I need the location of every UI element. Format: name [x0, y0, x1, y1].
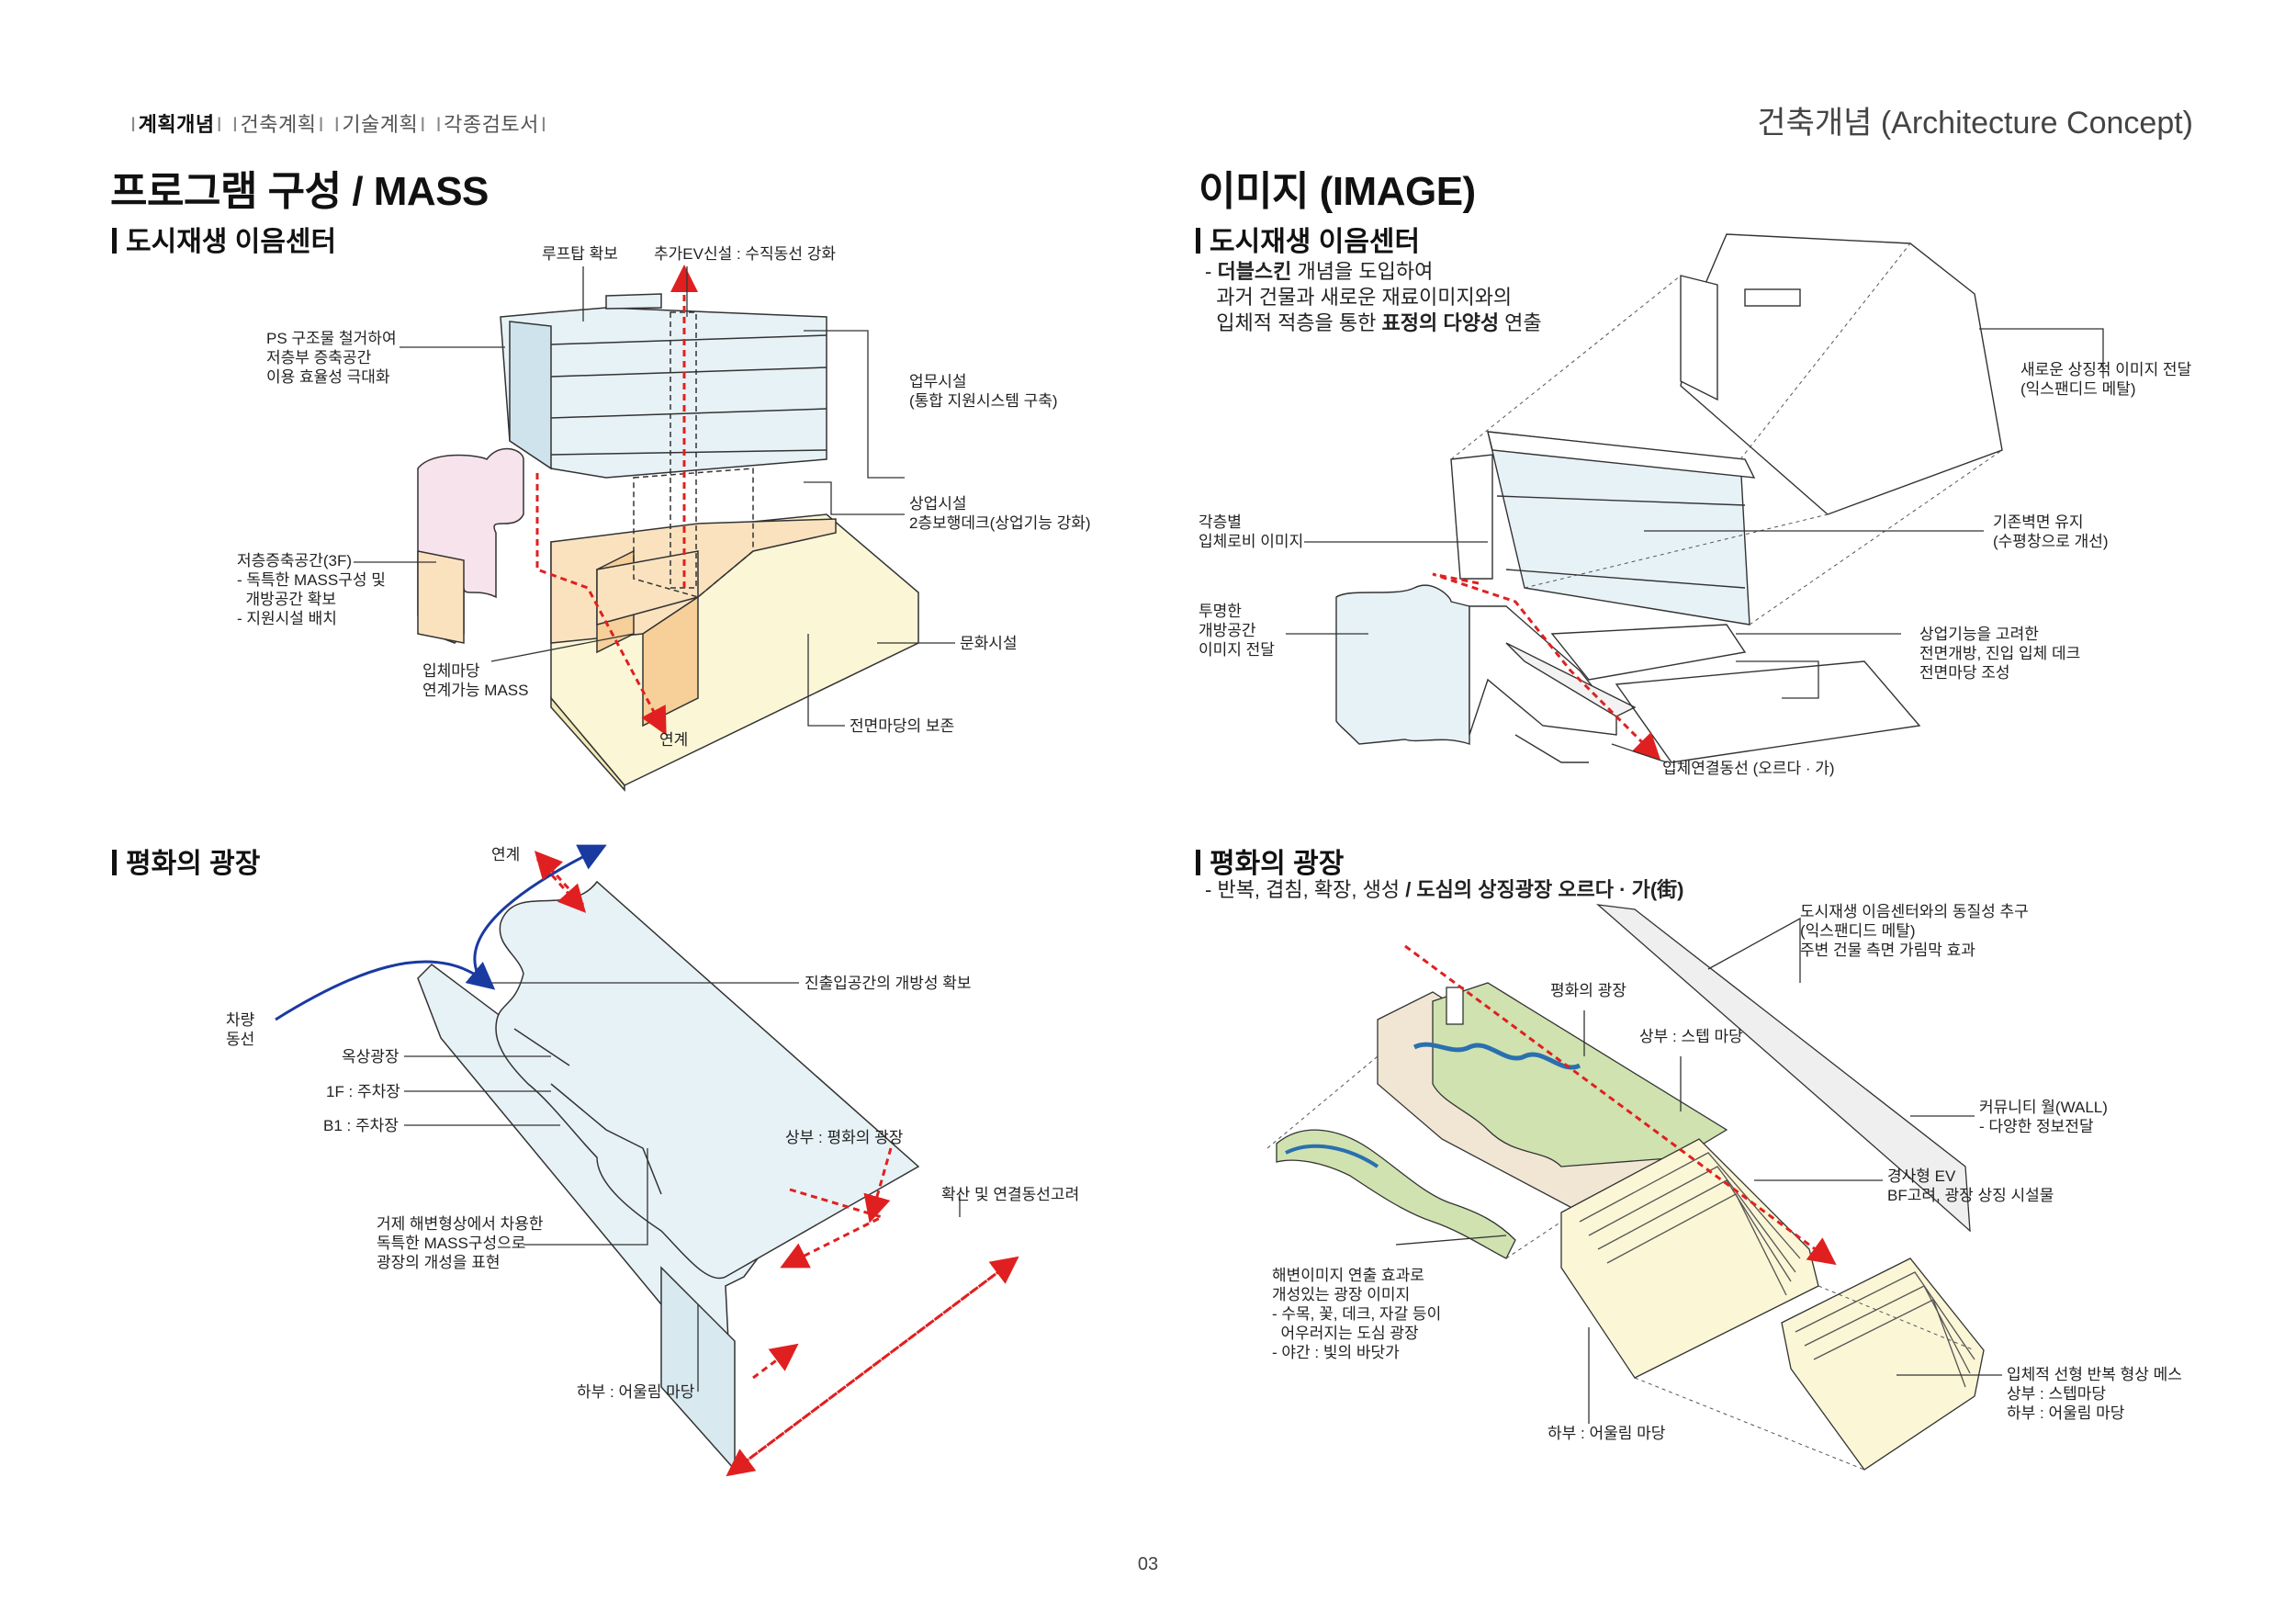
nav-item-review-docs[interactable]: 각종검토서: [444, 113, 539, 136]
beach-path-strip: [1276, 1129, 1516, 1259]
label-linear-mass: 입체적 선형 반복 형상 메스 상부 : 스텝마당 하부 : 어울림 마당: [2007, 1366, 2182, 1422]
left-top-subtitle: 도시재생 이음센터: [112, 219, 336, 259]
mass-diagram: [417, 293, 919, 792]
label-beach-image: 해변이미지 연출 효과로 개성있는 광장 이미지 - 수목, 꽃, 데크, 자갈…: [1272, 1267, 1442, 1361]
page-number: 03: [1137, 1554, 1159, 1574]
document-title: 건축개념 (Architecture Concept): [1757, 106, 2193, 141]
label-upper-step: 상부 : 스텝 마당: [1639, 1028, 1743, 1045]
label-link: 연계: [659, 731, 689, 749]
label-office: 업무시설 (통합 지원시스템 구축): [909, 373, 1058, 410]
green-plaza-surface: [1432, 982, 1728, 1167]
label-beach-shape: 거제 해변형상에서 차용한 독특한 MASS구성으로 광장의 개성을 표현: [377, 1215, 544, 1271]
label-transparent: 투명한 개방공간 이미지 전달: [1199, 603, 1275, 659]
plaza-description: - 반복, 겹침, 확장, 생성 / 도심의 상징광장 오르다 · 가(街): [1205, 878, 1684, 901]
right-top-subtitle: 도시재생 이음센터: [1196, 219, 1420, 259]
label-entrance: 진출입공간의 개방성 확보: [805, 975, 972, 992]
label-route: 입체연결동선 (오르다 · 가): [1662, 760, 1835, 777]
image-description: - 더블스킨 개념을 도입하여 과거 건물과 새로운 재료이미지와의 입체적 적…: [1205, 260, 1542, 334]
route-arrow-top-right: [1432, 572, 1661, 761]
linear-repeat-mass: [1781, 1257, 1985, 1471]
label-lowrise: 저층증축공간(3F) - 독특한 MASS구성 및 개방공간 확보 - 지원시설…: [237, 552, 386, 627]
plaza-top-surface: [495, 880, 920, 1280]
label-expand: 확산 및 연결동선고려: [941, 1186, 1080, 1203]
plaza-projection-lines: [1266, 1055, 1975, 1471]
community-wall: [1595, 904, 1971, 1233]
leader-lines-top-left: [354, 266, 955, 727]
label-inclined-ev: 경사형 EV BF고려, 광장 상징 시설물: [1887, 1167, 2054, 1204]
vehicle-arrow: [275, 844, 607, 1021]
nav-item-plan-concept[interactable]: 계획개념: [138, 113, 215, 136]
circulation-arrows-top-left: [535, 265, 698, 736]
top-navigation: I계획개념I I건축계획I I기술계획I I각종검토서I: [130, 113, 547, 136]
label-identity: 도시재생 이음센터와의 동질성 추구 (익스팬디드 메탈) 주변 건물 측면 가…: [1800, 903, 2029, 959]
label-ev: 추가EV신설 : 수직동선 강화: [654, 245, 836, 263]
label-community-wall: 커뮤니티 월(WALL) - 다양한 정보전달: [1979, 1099, 2108, 1135]
label-rooftop: 루프탑 확보: [542, 245, 618, 263]
label-b1-parking: B1 : 주차장: [323, 1117, 399, 1134]
label-roof-plaza: 옥상광장: [342, 1048, 400, 1066]
double-skin-diagram: [1335, 233, 2003, 763]
label-1f-parking: 1F : 주차장: [326, 1083, 400, 1100]
label-commerce-deck: 상업기능을 고려한 전면개방, 진입 입체 데크 전면마당 조성: [1919, 626, 2081, 682]
label-vehicle: 차량 동선: [226, 1011, 255, 1048]
leader-lines-bottom-left: [404, 982, 961, 1392]
label-front-yard: 전면마당의 보존: [850, 717, 955, 735]
label-yard: 입체마당 연계가능 MASS: [422, 662, 529, 699]
right-section-title: 이미지 (IMAGE): [1199, 169, 1476, 214]
transparent-volume: [1335, 584, 1470, 745]
label-lower-yard: 하부 : 어울림 마당: [577, 1383, 695, 1401]
leader-lines-top-right: [1286, 328, 2104, 763]
label-symbol: 새로운 상징적 이미지 전달 (익스팬디드 메탈): [2020, 361, 2192, 398]
label-plaza-link: 연계: [491, 846, 521, 863]
leader-lines-bottom-right: [1395, 917, 2002, 1424]
label-commerce: 상업시설 2층보행데크(상업기능 강화): [909, 495, 1091, 532]
peace-plaza-mass: [417, 880, 920, 1472]
label-culture: 문화시설: [960, 635, 1018, 652]
left-section-title: 프로그램 구성 / MASS: [110, 169, 489, 214]
nav-item-architecture-plan[interactable]: 건축계획: [240, 113, 317, 136]
left-bottom-subtitle: 평화의 광장: [112, 840, 260, 881]
label-ps: PS 구조물 철거하여 저층부 증축공간 이용 효율성 극대화: [266, 330, 397, 386]
right-bottom-subtitle: 평화의 광장: [1196, 840, 1344, 881]
projection-lines: [1450, 242, 2003, 626]
nav-item-technical-plan[interactable]: 기술계획: [342, 113, 419, 136]
label-wall: 기존벽면 유지 (수평창으로 개선): [1993, 513, 2109, 550]
plaza-red-arrows: [534, 851, 1019, 1477]
label-lobby: 각층별 입체로비 이미지: [1199, 513, 1304, 550]
plaza-image-diagram: [1276, 904, 1985, 1471]
label-plaza: 평화의 광장: [1550, 982, 1626, 999]
label-lower-yard-right: 하부 : 어울림 마당: [1548, 1425, 1666, 1442]
label-upper-plaza: 상부 : 평화의 광장: [785, 1129, 904, 1146]
